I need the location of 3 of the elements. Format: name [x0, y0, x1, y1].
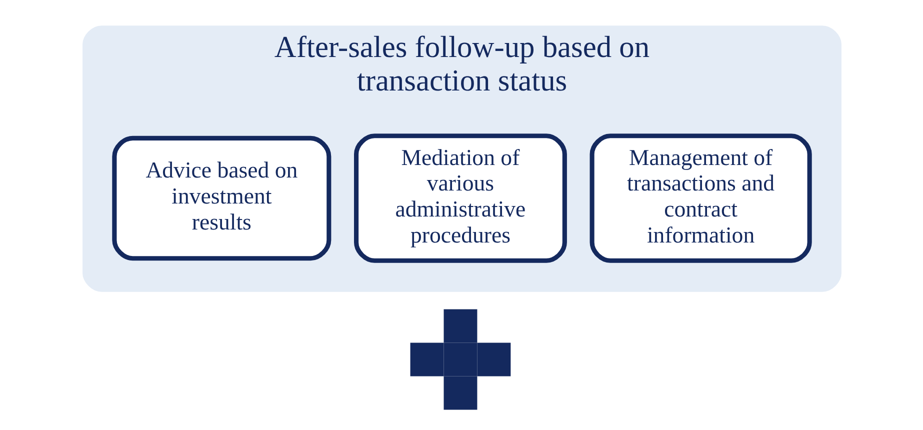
node-box: Mediation of various administrative procedures [354, 134, 566, 263]
node-box: Advice based on investment results [112, 136, 331, 261]
node-box: Management of transactions and contract information [589, 134, 812, 263]
